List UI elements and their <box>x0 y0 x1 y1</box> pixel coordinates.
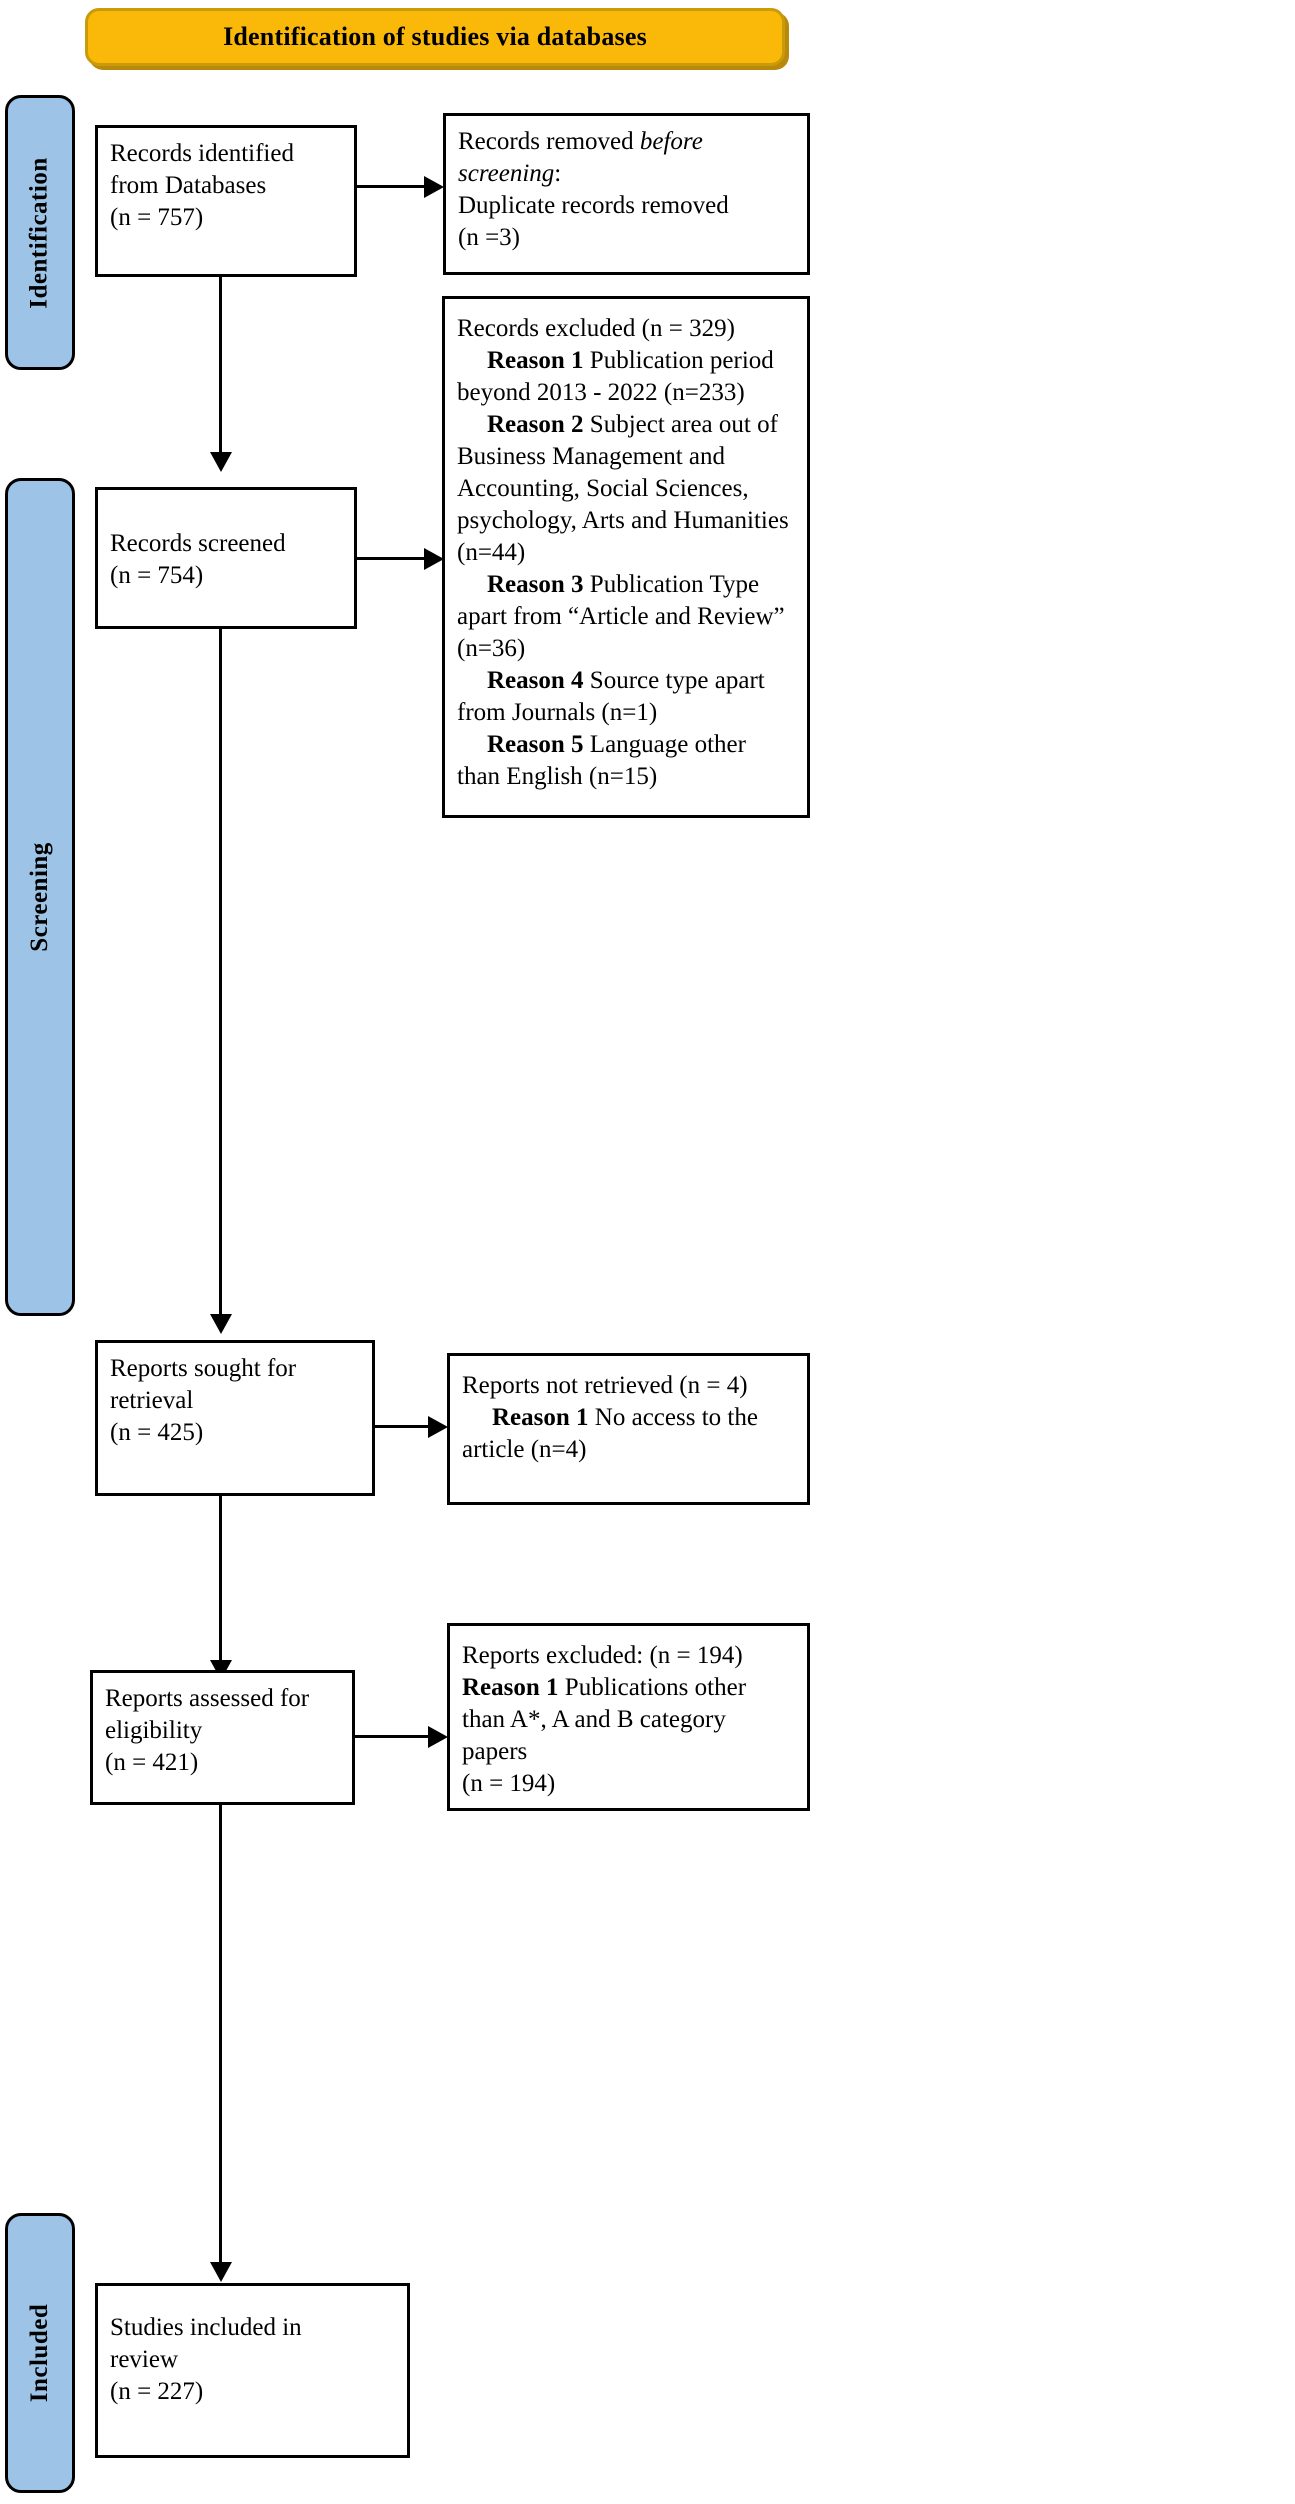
connector-sought-to-assessed <box>219 1496 222 1666</box>
records-removed-line-4: (n =3) <box>458 224 520 251</box>
box-records-removed: Records removed before screening: Duplic… <box>443 113 810 275</box>
records-identified-line-2: from Databases <box>110 172 267 199</box>
records-excluded-reason-1: Reason 1 Publication period beyond 2013 … <box>457 347 781 406</box>
records-excluded-reason-4: Reason 4 Source type apart from Journals… <box>457 667 771 726</box>
box-reports-sought: Reports sought for retrieval (n = 425) <box>95 1340 375 1496</box>
studies-included-line-2: review <box>110 2346 179 2373</box>
reports-assessed-line-1: Reports assessed for <box>105 1685 310 1712</box>
connector-screened-to-excluded <box>357 557 427 560</box>
records-identified-line-1: Records identified <box>110 140 294 167</box>
records-screened-line-2: (n = 754) <box>110 562 204 589</box>
records-excluded-reason-2: Reason 2 Subject area out of Business Ma… <box>457 411 795 566</box>
box-reports-assessed: Reports assessed for eligibility (n = 42… <box>90 1670 355 1805</box>
reports-assessed-line-2: eligibility <box>105 1717 203 1744</box>
stage-label-included: Included <box>26 2303 54 2403</box>
records-removed-line-3: Duplicate records removed <box>458 192 729 219</box>
connector-sought-to-not-retrieved <box>375 1425 431 1428</box>
arrowhead-sought-to-not-retrieved <box>428 1416 448 1438</box>
reports-assessed-line-3: (n = 421) <box>105 1749 199 1776</box>
reports-excluded-header: Reports excluded: (n = 194) <box>462 1642 743 1669</box>
reports-sought-line-1: Reports sought for <box>110 1355 297 1382</box>
arrowhead-assessed-to-included <box>210 2262 232 2282</box>
records-excluded-reason-5: Reason 5 Language other than English (n=… <box>457 731 753 790</box>
connector-assessed-to-excluded <box>355 1735 431 1738</box>
records-removed-line-1: Records removed before <box>458 128 703 155</box>
arrowhead-screened-to-excluded <box>424 548 444 570</box>
reports-sought-line-2: retrieval <box>110 1387 194 1414</box>
connector-assessed-to-included <box>219 1805 222 2265</box>
box-reports-not-retrieved: Reports not retrieved (n = 4) Reason 1 N… <box>447 1353 810 1505</box>
reports-sought-line-3: (n = 425) <box>110 1419 204 1446</box>
connector-identified-to-screened <box>219 277 222 457</box>
stage-tab-included: Included <box>5 2213 75 2493</box>
box-records-excluded: Records excluded (n = 329) Reason 1 Publ… <box>442 296 810 818</box>
diagram-title-banner: Identification of studies via databases <box>85 8 785 66</box>
arrowhead-screened-to-sought <box>210 1314 232 1334</box>
diagram-title-text: Identification of studies via databases <box>223 22 647 51</box>
stage-label-screening: Screening <box>26 842 53 952</box>
stage-tab-identification: Identification <box>5 95 75 370</box>
arrowhead-identified-to-removed <box>424 176 444 198</box>
box-studies-included: Studies included in review (n = 227) <box>95 2283 410 2458</box>
reports-excluded-reason-1: Reason 1 Publications other than A*, A a… <box>462 1674 753 1765</box>
studies-included-line-3: (n = 227) <box>110 2378 204 2405</box>
arrowhead-assessed-to-excluded <box>428 1726 448 1748</box>
reports-not-retrieved-header: Reports not retrieved (n = 4) <box>462 1372 748 1399</box>
records-excluded-reason-3: Reason 3 Publication Type apart from “Ar… <box>457 571 791 662</box>
connector-identified-to-removed <box>357 185 427 188</box>
records-excluded-header: Records excluded (n = 329) <box>457 315 735 342</box>
records-screened-line-1: Records screened <box>110 530 286 557</box>
stage-label-identification: Identification <box>26 156 54 309</box>
reports-not-retrieved-reason-1: Reason 1 No access to the article (n=4) <box>462 1404 765 1463</box>
box-reports-excluded: Reports excluded: (n = 194) Reason 1 Pub… <box>447 1623 810 1811</box>
reports-excluded-reason-count: (n = 194) <box>462 1770 556 1797</box>
records-removed-line-2: screening: <box>458 160 562 187</box>
connector-screened-to-sought <box>219 629 222 1319</box>
studies-included-line-1: Studies included in <box>110 2314 302 2341</box>
stage-tab-screening: Screening <box>5 478 75 1316</box>
arrowhead-identified-to-screened <box>210 452 232 472</box>
box-records-screened: Records screened (n = 754) <box>95 487 357 629</box>
records-identified-line-3: (n = 757) <box>110 204 204 231</box>
box-records-identified: Records identified from Databases (n = 7… <box>95 125 357 277</box>
